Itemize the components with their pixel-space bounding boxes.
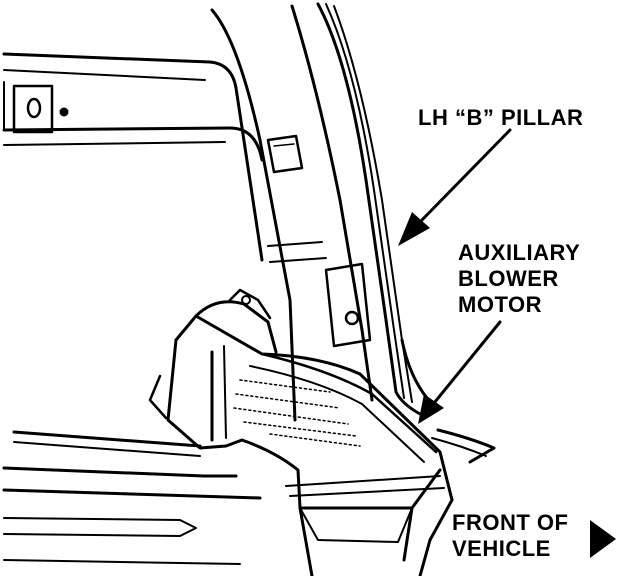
b-pillar (210, 2, 434, 422)
housing-label-texture (233, 379, 361, 447)
rivet (59, 107, 69, 117)
arrow-right-icon (590, 520, 616, 558)
b-pillar-label: LH “B” PILLAR (418, 105, 583, 131)
front-label-line-1: FRONT OF (452, 510, 569, 535)
upper-bracket (12, 84, 69, 134)
blower-label-line-3: MOTOR (458, 292, 542, 317)
blower-label-line-1: AUXILIARY (458, 240, 581, 265)
front-label-line-2: VEHICLE (452, 536, 551, 561)
bracket-screw (344, 310, 360, 326)
front-of-vehicle-label: FRONT OF VEHICLE (452, 510, 568, 562)
b-pillar-label-text: LH “B” PILLAR (418, 105, 584, 130)
pillar-clip (266, 134, 304, 174)
blower-motor-housing (148, 288, 454, 576)
pillar-arrow-head (398, 212, 430, 246)
pillar-leader-arrow (418, 128, 512, 224)
mounting-bracket (324, 262, 372, 348)
bracket-bolt (26, 97, 42, 119)
side-window-frame (2, 52, 264, 262)
blower-label-line-2: BLOWER (458, 266, 559, 291)
blower-leader-arrow (428, 320, 502, 410)
floor-sill (2, 428, 496, 565)
blower-motor-label: AUXILIARY BLOWER MOTOR (458, 240, 580, 318)
blower-arrow-head (418, 394, 444, 424)
